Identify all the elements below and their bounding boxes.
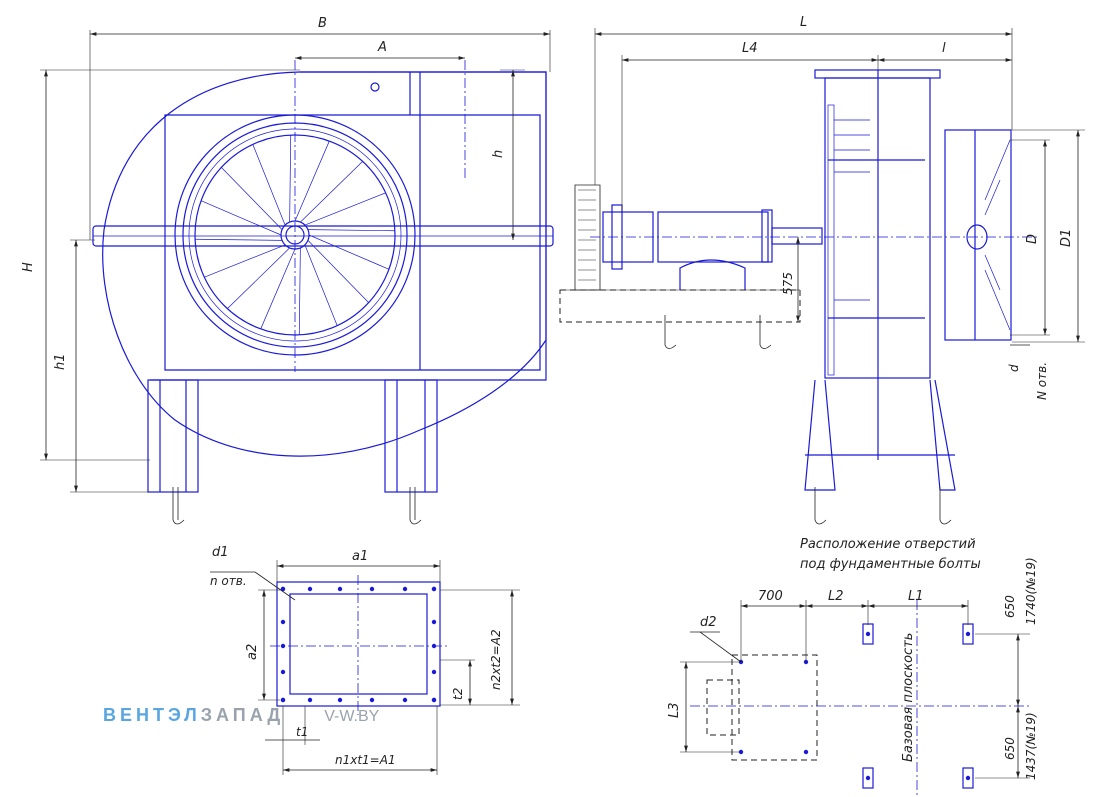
flange-dimensions: a1 d1 n отв. a2 n2xt2=A2 t2 t1 n1xt1=A1 <box>210 545 520 775</box>
dim-1437: 1437(№19) <box>1024 712 1038 780</box>
dim-a2: a2 <box>245 644 260 660</box>
dim-t2: t2 <box>451 688 465 700</box>
foundation-layout: Расположение отверстий под фундаментные … <box>667 537 1038 795</box>
dim-h: h <box>491 150 506 158</box>
side-view <box>559 69 1040 525</box>
flange-holes <box>280 586 437 703</box>
dim-N-otv: N отв. <box>1035 362 1049 400</box>
dim-H: H <box>21 262 36 272</box>
note-line2: под фундаментные болты <box>800 557 981 572</box>
dim-t1: t1 <box>296 725 308 739</box>
dim-d2: d2 <box>700 615 717 630</box>
side-dimensions: L L4 l 575 D D1 d N отв. <box>594 15 1085 400</box>
dim-D1: D1 <box>1059 229 1074 247</box>
dim-L3: L3 <box>667 702 682 718</box>
brand-part2: ЗАПАД <box>200 705 285 725</box>
dim-L4: L4 <box>742 41 758 56</box>
base-plane-label: Базовая плоскость <box>901 633 916 762</box>
brand-watermark: ВЕНТЭЛЗАПАД V-W.BY <box>103 705 379 726</box>
outlet-flange-view <box>270 575 450 715</box>
dim-L: L <box>800 15 807 30</box>
brand-part1: ВЕНТЭЛ <box>103 705 201 725</box>
dim-n1t1: n1xt1=A1 <box>335 753 396 767</box>
front-view <box>92 60 554 525</box>
dim-l: l <box>942 41 946 56</box>
brand-site: V-W.BY <box>324 708 380 725</box>
dim-B: B <box>318 16 327 31</box>
dim-a1: a1 <box>352 549 368 564</box>
dim-L2: L2 <box>828 589 844 604</box>
note-line1: Расположение отверстий <box>800 537 976 552</box>
front-dimensions: B A H h1 h <box>21 16 551 493</box>
dim-d: d <box>1007 364 1021 372</box>
dim-700: 700 <box>758 589 783 604</box>
dim-650a: 650 <box>1003 595 1017 618</box>
dim-650b: 650 <box>1003 737 1017 760</box>
dim-L1: L1 <box>908 589 924 604</box>
dim-D: D <box>1025 234 1040 244</box>
dim-d1: d1 <box>212 545 229 560</box>
dim-n2t2: n2xt2=A2 <box>489 629 503 690</box>
dim-A: A <box>377 40 387 55</box>
dim-1740: 1740(№19) <box>1024 557 1038 625</box>
impeller-blades <box>195 135 395 335</box>
dim-n-otv: n отв. <box>210 574 247 588</box>
dim-575: 575 <box>781 272 795 295</box>
dim-h1: h1 <box>53 353 68 370</box>
